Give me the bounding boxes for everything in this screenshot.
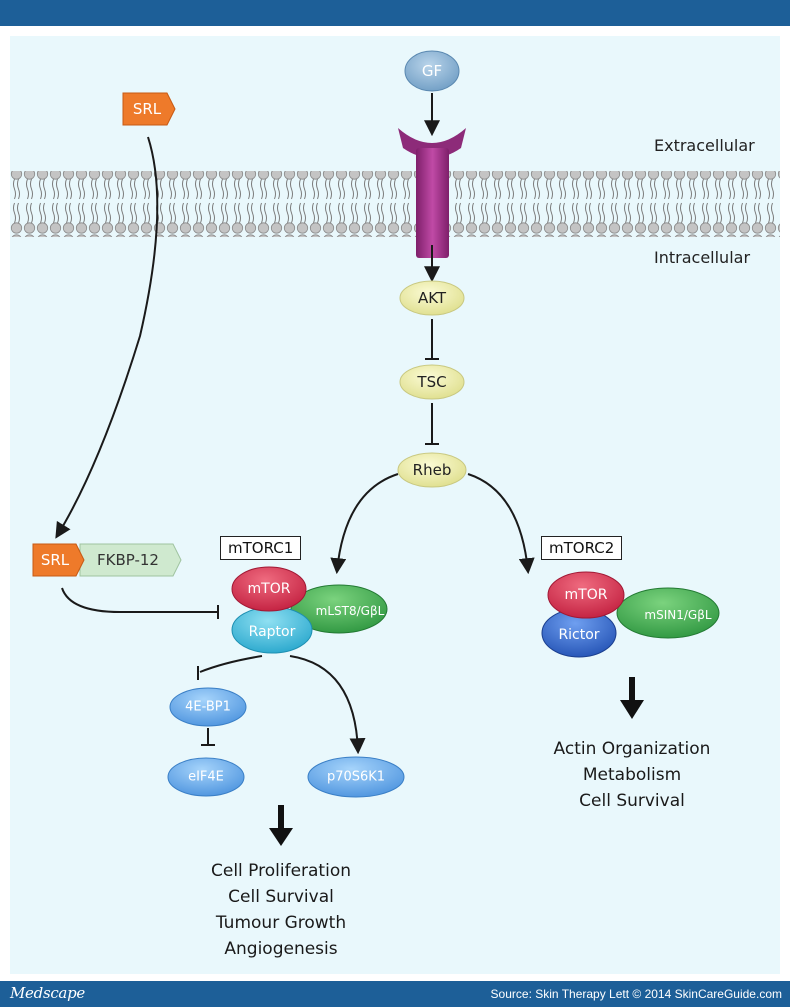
mlst8-node bbox=[290, 584, 388, 634]
outcome-item: Actin Organization bbox=[553, 739, 711, 759]
msin1-node bbox=[616, 587, 720, 639]
srl-complex-node bbox=[32, 543, 85, 577]
mtorc1-outcome-arrow bbox=[269, 805, 293, 846]
srl-complex-label: SRL bbox=[40, 551, 70, 569]
outcome-item: Angiogenesis bbox=[224, 939, 338, 959]
rictor-label: Rictor bbox=[558, 627, 600, 643]
outcome-item: Tumour Growth bbox=[215, 913, 347, 933]
mtor2-label: mTOR bbox=[564, 587, 608, 603]
figure-panel: Extracellular Intracellular GF SRL AKT T… bbox=[0, 26, 790, 981]
4ebp1-node bbox=[169, 687, 247, 727]
tsc-rheb-inhibition bbox=[425, 403, 439, 445]
raptor-p70-arrow bbox=[289, 655, 366, 755]
diagram-area: Extracellular Intracellular GF SRL AKT T… bbox=[10, 36, 780, 974]
header-bar bbox=[0, 0, 790, 26]
srl-arrow bbox=[55, 136, 159, 539]
rheb-label: Rheb bbox=[412, 461, 452, 479]
pathway-diagram bbox=[10, 50, 780, 846]
eif4e-label: eIF4E bbox=[188, 769, 224, 785]
mlst8-label: mLST8/GβL bbox=[315, 604, 385, 618]
mtor2-node bbox=[547, 571, 625, 619]
outcome-item: Cell Survival bbox=[579, 791, 685, 811]
mtorc2-outcomes: Actin Organization Metabolism Cell Survi… bbox=[532, 736, 732, 814]
outcome-item: Cell Proliferation bbox=[210, 861, 351, 881]
receptor-icon bbox=[398, 128, 466, 258]
source-credit: Source: Skin Therapy Lett © 2014 SkinCar… bbox=[490, 987, 782, 1001]
p70s6k1-node bbox=[307, 756, 405, 798]
rheb-mtorc1-arrow bbox=[330, 473, 399, 575]
raptor-label: Raptor bbox=[248, 624, 296, 640]
mtorc1-box: mTORC1 bbox=[220, 536, 302, 560]
mtorc2-box: mTORC2 bbox=[541, 536, 623, 560]
footer-bar: Medscape Source: Skin Therapy Lett © 201… bbox=[0, 981, 790, 1007]
fkbp-label: FKBP-12 bbox=[97, 551, 159, 569]
mtor1-label: mTOR bbox=[247, 581, 291, 597]
eif4e-node bbox=[167, 757, 245, 797]
fkbp-node bbox=[79, 543, 182, 577]
4ebp1-eif4e-inhibition bbox=[201, 728, 215, 746]
srl-top-label: SRL bbox=[132, 100, 162, 118]
4ebp1-label: 4E-BP1 bbox=[185, 699, 231, 715]
tsc-node bbox=[399, 364, 465, 400]
mtorc2-outcome-arrow bbox=[620, 677, 644, 719]
outcome-item: Cell Survival bbox=[228, 887, 334, 907]
gf-label: GF bbox=[421, 62, 443, 80]
akt-label: AKT bbox=[417, 289, 447, 307]
cell-membrane bbox=[10, 171, 780, 237]
medscape-logo[interactable]: Medscape bbox=[10, 984, 85, 1002]
outcome-item: Metabolism bbox=[582, 765, 682, 785]
rheb-node bbox=[397, 452, 467, 488]
rheb-mtorc2-arrow bbox=[467, 473, 535, 575]
mtor1-node bbox=[231, 566, 307, 612]
raptor-4ebp1-inhibition bbox=[197, 655, 263, 680]
extracellular-label: Extracellular bbox=[654, 136, 755, 155]
p70s6k1-label: p70S6K1 bbox=[326, 769, 386, 785]
gf-node bbox=[404, 50, 460, 92]
tsc-label: TSC bbox=[417, 373, 447, 391]
mtorc1-outcomes: Cell Proliferation Cell Survival Tumour … bbox=[181, 858, 381, 962]
srl-mtorc1-inhibition bbox=[61, 587, 219, 619]
intracellular-label: Intracellular bbox=[654, 248, 751, 267]
srl-top-node bbox=[122, 92, 176, 126]
akt-node bbox=[399, 280, 465, 316]
msin1-label: mSIN1/GβL bbox=[644, 608, 712, 622]
akt-tsc-inhibition bbox=[425, 319, 439, 360]
